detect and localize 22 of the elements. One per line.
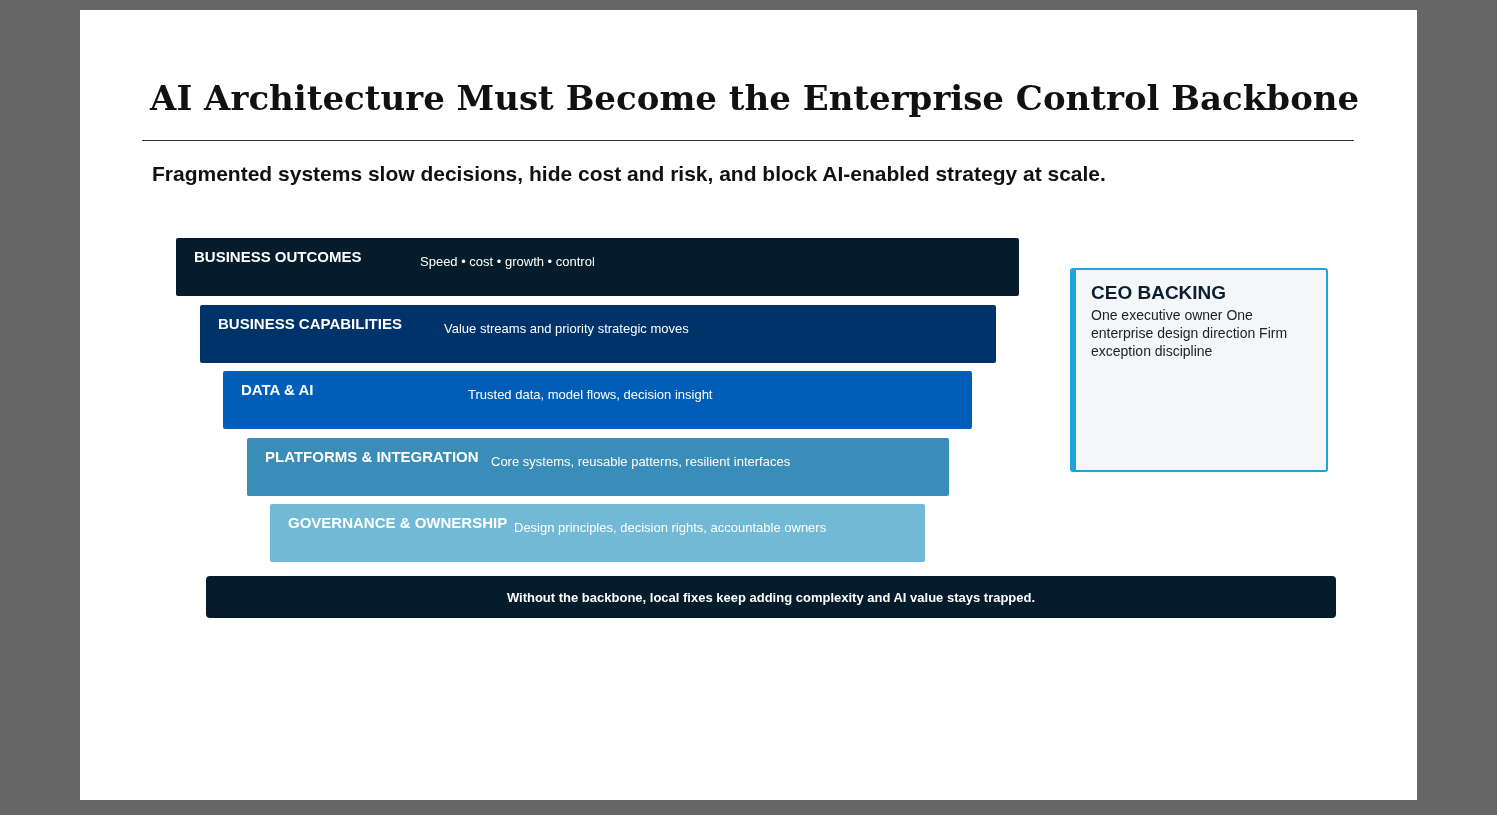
layer-bar: [223, 371, 972, 429]
card-heading: CEO BACKING: [1091, 282, 1228, 304]
layer-heading: DATA & AI: [241, 381, 314, 398]
layer-heading: PLATFORMS & INTEGRATION: [265, 448, 479, 465]
layer-bar: [247, 438, 949, 496]
subtitle: Fragmented systems slow decisions, hide cost and risk, and block AI-enabled strategy at scale.: [152, 162, 1106, 186]
layer-heading: BUSINESS CAPABILITIES: [218, 315, 402, 332]
layer-bar: [176, 238, 1019, 296]
slide-title: AI Architecture Must Become the Enterprise Control Backbone: [150, 78, 1360, 118]
layer-bar: [270, 504, 925, 562]
layer-description: Speed • cost • growth • control: [420, 254, 595, 269]
banner-text: Without the backbone, local fixes keep adding complexity and AI value stays trapped.: [506, 589, 1036, 605]
card-text: One executive owner One enterprise design direction Firm exception discipline: [1091, 306, 1289, 360]
layer-heading: BUSINESS OUTCOMES: [194, 248, 362, 265]
layer-description: Value streams and priority strategic moves: [444, 321, 689, 336]
layer-heading: GOVERNANCE & OWNERSHIP: [288, 514, 508, 531]
callout-card: [1070, 268, 1328, 472]
layer-description: Trusted data, model flows, decision insight: [468, 387, 713, 402]
layer-description: Design principles, decision rights, accountable owners: [514, 520, 827, 535]
banner-bar: [206, 576, 1336, 618]
layer-bar: [200, 305, 996, 363]
layer-description: Core systems, reusable patterns, resilient interfaces: [491, 454, 791, 469]
